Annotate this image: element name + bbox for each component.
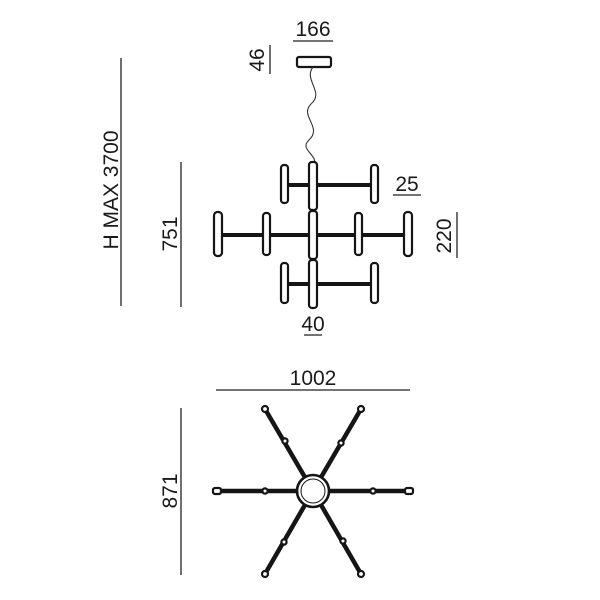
joint-east bbox=[369, 487, 377, 495]
canopy-width-label: 166 bbox=[295, 18, 330, 41]
central-tube-middle bbox=[307, 209, 319, 261]
tube-width-label: 40 bbox=[301, 313, 324, 336]
tip-northeast bbox=[356, 404, 366, 414]
fixture-depth-label: 220 bbox=[433, 218, 456, 253]
middle-right-cap bbox=[353, 211, 364, 257]
ceiling-canopy bbox=[295, 55, 333, 69]
bar-thickness-label: 25 bbox=[395, 173, 418, 196]
central-tube-bottom bbox=[307, 258, 319, 310]
upper-left-cap bbox=[279, 163, 290, 205]
middle-left-cap bbox=[261, 211, 272, 257]
joint-west bbox=[261, 487, 269, 495]
central-hub bbox=[295, 473, 331, 509]
middle-far-right-cap bbox=[402, 210, 414, 258]
fixture-elevation bbox=[212, 160, 414, 310]
tip-northwest bbox=[260, 404, 270, 414]
joint-southwest bbox=[280, 538, 288, 546]
upper-right-cap bbox=[369, 163, 380, 205]
top-depth-label: 871 bbox=[159, 473, 182, 508]
tip-east bbox=[403, 486, 415, 496]
canopy-plate bbox=[295, 55, 333, 69]
body-height-label: 751 bbox=[159, 216, 182, 251]
canopy-height-label: 46 bbox=[246, 48, 269, 71]
fixture-plan-view bbox=[211, 404, 415, 579]
suspension-cable bbox=[305, 66, 317, 167]
lower-left-cap bbox=[279, 261, 290, 305]
tip-west bbox=[211, 486, 223, 496]
joint-northwest bbox=[281, 437, 289, 445]
lower-right-cap bbox=[369, 261, 380, 305]
top-width-label: 1002 bbox=[290, 367, 337, 390]
central-hub-inner-ring bbox=[300, 478, 326, 504]
joint-southeast bbox=[339, 537, 347, 545]
central-tube-top bbox=[307, 160, 319, 212]
tip-southwest bbox=[260, 569, 270, 579]
middle-far-left-cap bbox=[212, 210, 224, 258]
tip-southeast bbox=[356, 569, 366, 579]
max-height-label: H MAX 3700 bbox=[100, 130, 123, 249]
joint-northeast bbox=[337, 439, 345, 447]
